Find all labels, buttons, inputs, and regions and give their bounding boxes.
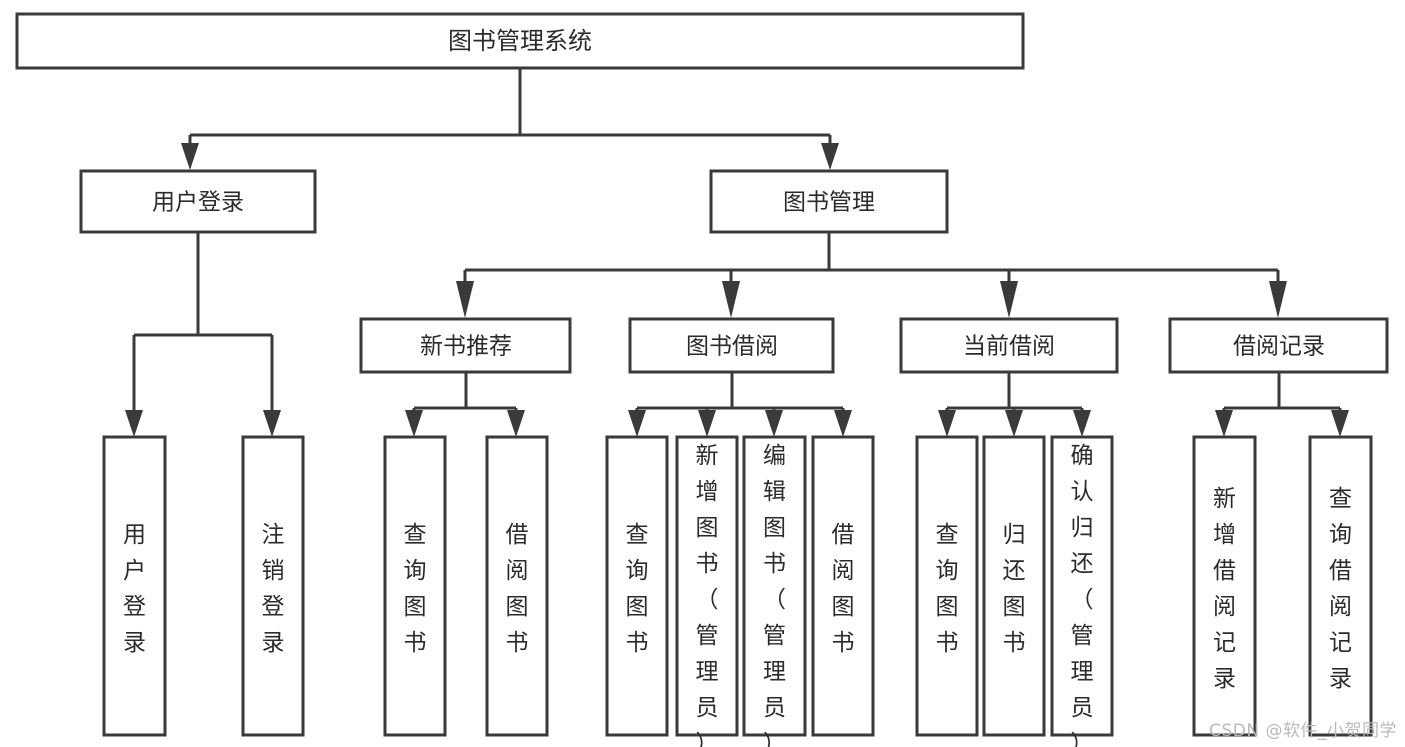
connector-current-borrow-to-leaves bbox=[938, 372, 1091, 437]
connector-user-login-to-leaves bbox=[125, 232, 281, 437]
user-login-box bbox=[79, 169, 317, 234]
leaf-current-borrow-0-label: 查询图书 bbox=[936, 522, 959, 656]
arrow-head-user-login bbox=[181, 143, 199, 170]
leaf-box bbox=[241, 435, 305, 737]
leaf-user-login-0[interactable] bbox=[102, 435, 167, 737]
leaf-box bbox=[811, 435, 875, 737]
leaf-book-borrow-2-label: 编辑图书（管理员） bbox=[763, 443, 786, 747]
leaf-current-borrow-2-label: 确认归还（管理员） bbox=[1071, 443, 1094, 747]
connector-book-borrow-to-leaves bbox=[628, 372, 852, 437]
leaf-labels-layer: 用户登录 注销登录 查询图书 借阅图书 查询图书 新增图书（管理员） 编辑图书（管理员） 借阅… bbox=[123, 443, 1352, 747]
node-current-borrow[interactable]: 当前借阅 bbox=[899, 317, 1119, 374]
leaf-book-borrow-3[interactable] bbox=[811, 435, 875, 737]
leaf-box bbox=[605, 435, 669, 737]
root-box bbox=[15, 12, 1025, 70]
new-book-recommend-box bbox=[359, 317, 572, 374]
leaf-book-borrow-3-label: 借阅图书 bbox=[832, 522, 855, 656]
leaf-new-book-recommend-0[interactable] bbox=[383, 435, 447, 737]
connector-book-manage-to-level3 bbox=[456, 232, 1287, 318]
arrow-head-book-manage bbox=[821, 143, 839, 170]
leaf-box bbox=[102, 435, 167, 737]
node-book-manage[interactable]: 图书管理 bbox=[709, 169, 949, 234]
connector-root-to-level2 bbox=[181, 68, 839, 170]
node-borrow-record[interactable]: 借阅记录 bbox=[1168, 317, 1389, 374]
leaf-book-borrow-0-label: 查询图书 bbox=[626, 522, 649, 656]
leaf-borrow-record-1[interactable] bbox=[1308, 435, 1373, 737]
leaf-book-borrow-1-label: 新增图书（管理员） bbox=[696, 443, 719, 747]
node-new-book-recommend[interactable]: 新书推荐 bbox=[359, 317, 572, 374]
leaf-borrow-record-1-label: 查询借阅记录 bbox=[1329, 486, 1352, 692]
leaf-current-borrow-1[interactable] bbox=[982, 435, 1046, 737]
current-borrow-label: 当前借阅 bbox=[963, 334, 1055, 360]
leaf-current-borrow-1-label: 归还图书 bbox=[1003, 522, 1026, 656]
leaf-box bbox=[915, 435, 979, 737]
node-book-borrow[interactable]: 图书借阅 bbox=[628, 317, 835, 374]
borrow-record-label: 借阅记录 bbox=[1233, 334, 1325, 360]
csdn-watermark: CSDN @软件_小贺同学 bbox=[1209, 721, 1397, 741]
leaf-new-book-recommend-1-label: 借阅图书 bbox=[506, 522, 529, 656]
leaf-current-borrow-0[interactable] bbox=[915, 435, 979, 737]
leaf-book-borrow-1[interactable] bbox=[675, 435, 739, 737]
leaf-book-borrow-0[interactable] bbox=[605, 435, 669, 737]
leaf-user-login-1-label: 注销登录 bbox=[262, 522, 285, 656]
leaf-borrow-record-0[interactable] bbox=[1192, 435, 1257, 737]
root-label: 图书管理系统 bbox=[448, 27, 592, 55]
leaf-box bbox=[1192, 435, 1257, 737]
leaf-box bbox=[982, 435, 1046, 737]
leaf-box bbox=[675, 435, 739, 737]
leaf-box bbox=[1308, 435, 1373, 737]
leaf-new-book-recommend-1[interactable] bbox=[485, 435, 549, 737]
leaf-borrow-record-0-label: 新增借阅记录 bbox=[1213, 486, 1236, 692]
current-borrow-box bbox=[899, 317, 1119, 374]
leaf-box bbox=[383, 435, 447, 737]
user-login-label: 用户登录 bbox=[152, 190, 244, 216]
new-book-recommend-label: 新书推荐 bbox=[420, 334, 512, 360]
leaf-user-login-0-label: 用户登录 bbox=[123, 522, 146, 656]
leaf-new-book-recommend-0-label: 查询图书 bbox=[404, 522, 427, 656]
leaf-box bbox=[485, 435, 549, 737]
leaf-current-borrow-2[interactable] bbox=[1050, 435, 1114, 737]
node-root[interactable]: 图书管理系统 bbox=[15, 12, 1025, 70]
leaf-box bbox=[1050, 435, 1114, 737]
book-borrow-label: 图书借阅 bbox=[686, 334, 778, 360]
leaf-book-borrow-2[interactable] bbox=[742, 435, 807, 737]
node-user-login[interactable]: 用户登录 bbox=[79, 169, 317, 234]
book-manage-label: 图书管理 bbox=[783, 190, 875, 216]
connector-borrow-record-to-leaves bbox=[1215, 372, 1349, 437]
leaf-user-login-1[interactable] bbox=[241, 435, 305, 737]
leaf-box bbox=[742, 435, 807, 737]
connector-new-book-recommend-to-leaves bbox=[405, 372, 525, 437]
